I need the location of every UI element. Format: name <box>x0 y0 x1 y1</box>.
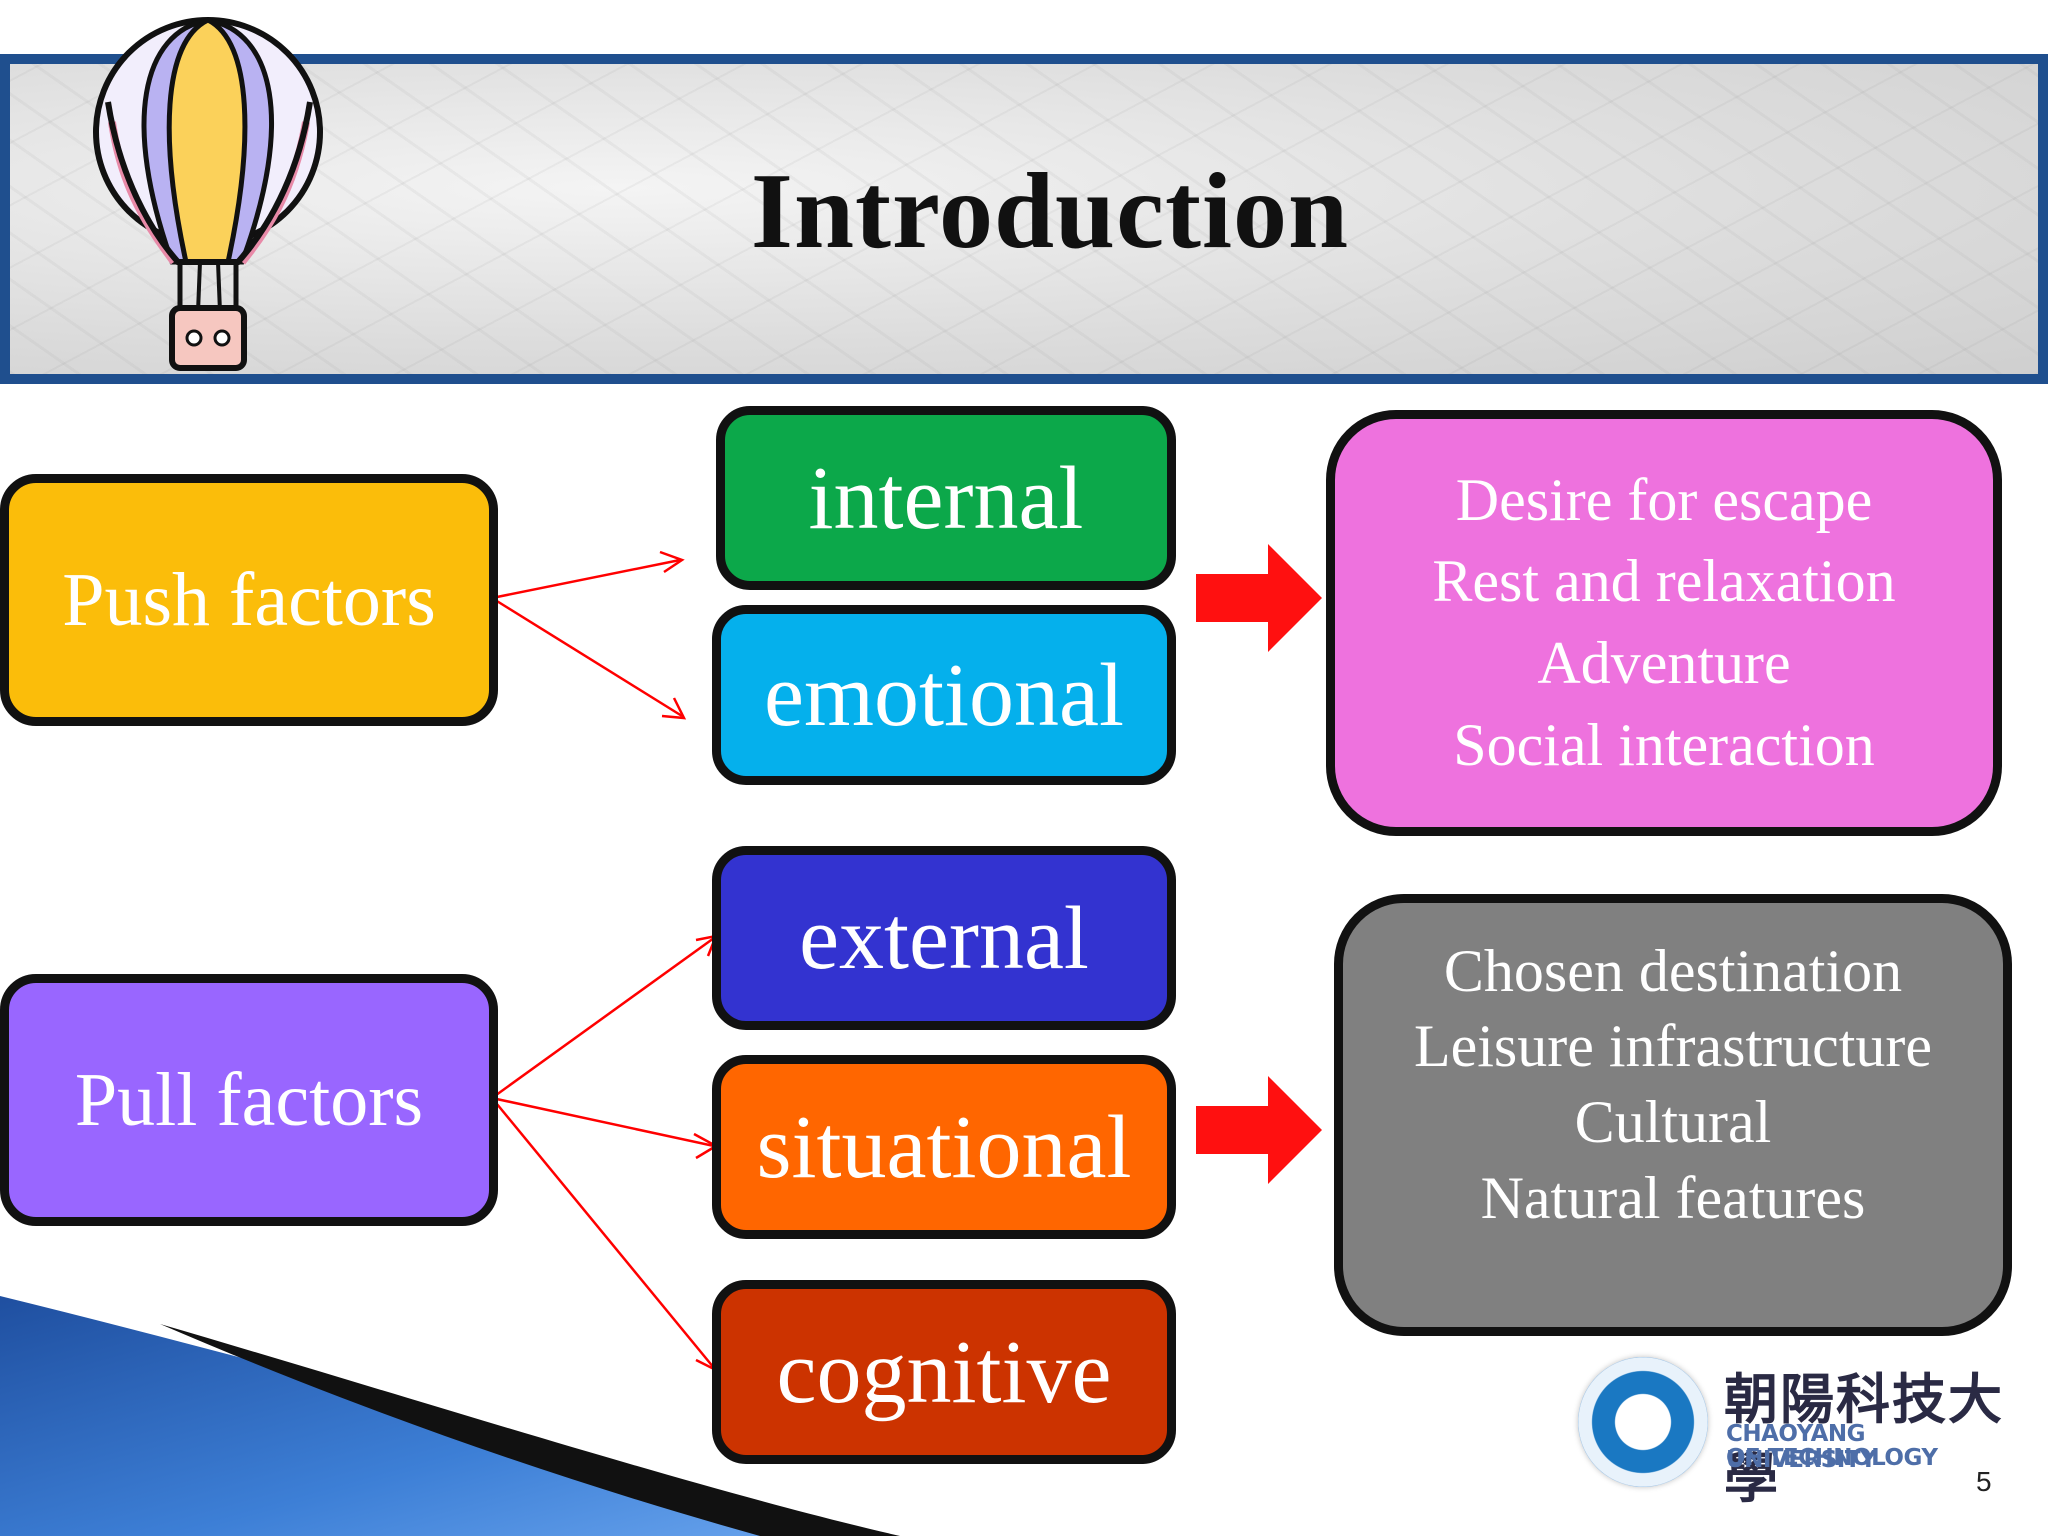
hot-air-balloon-icon <box>93 17 323 371</box>
pull-attribute-item: Cultural <box>1574 1089 1772 1155</box>
pull-attribute-item: Leisure infrastructure <box>1413 1013 1933 1080</box>
push-motive-item: Adventure <box>1537 630 1791 696</box>
block-arrow-push <box>1196 544 1322 652</box>
arrowhead-emotional <box>661 697 687 720</box>
pull-factors-box: Pull factors <box>0 974 498 1226</box>
pull-attribute-item: Chosen destination <box>1443 937 1903 1004</box>
university-name-en-line2: OF TECHNOLOGY <box>1726 1445 1938 1471</box>
push-motive-item: Rest and relaxation <box>1432 548 1896 615</box>
arrow-pull-to-cognitive <box>491 1097 715 1369</box>
internal-box: internal <box>716 406 1176 590</box>
pull-attributes-box: Chosen destination Leisure infrastructur… <box>1334 894 2012 1336</box>
block-arrow-pull <box>1196 1076 1322 1184</box>
push-motive-item: Desire for escape <box>1455 466 1873 533</box>
arrow-push-to-emotional <box>491 596 683 718</box>
university-name-en-line1: CHAOYANG UNIVERSITY <box>1726 1421 1877 1473</box>
arrow-pull-to-external <box>491 936 715 1100</box>
push-motives-box: Desire for escape Rest and relaxation Ad… <box>1326 410 2002 836</box>
push-factors-box: Push factors <box>0 474 498 726</box>
pull-attribute-item: Natural features <box>1480 1164 1866 1231</box>
cognitive-box: cognitive <box>712 1280 1176 1464</box>
situational-box: situational <box>712 1055 1176 1239</box>
arrowhead-internal <box>659 550 685 574</box>
page-number: 5 <box>1976 1466 1992 1497</box>
university-logo: 朝陽科技大學 CHAOYANG UNIVERSITY OF TECHNOLOGY <box>1578 1345 2018 1510</box>
emotional-box: emotional <box>712 605 1176 785</box>
university-seal-icon <box>1578 1357 1708 1487</box>
external-box: external <box>712 846 1176 1030</box>
slide-title: Introduction <box>750 152 1350 271</box>
title-banner <box>0 54 2048 384</box>
arrow-push-to-internal <box>491 558 681 600</box>
university-name-cn: 朝陽科技大學 <box>1724 1368 2004 1510</box>
decorative-swoosh <box>0 1296 900 1536</box>
arrow-pull-to-situational <box>491 1096 715 1148</box>
push-motive-item: Social interaction <box>1453 711 1875 778</box>
